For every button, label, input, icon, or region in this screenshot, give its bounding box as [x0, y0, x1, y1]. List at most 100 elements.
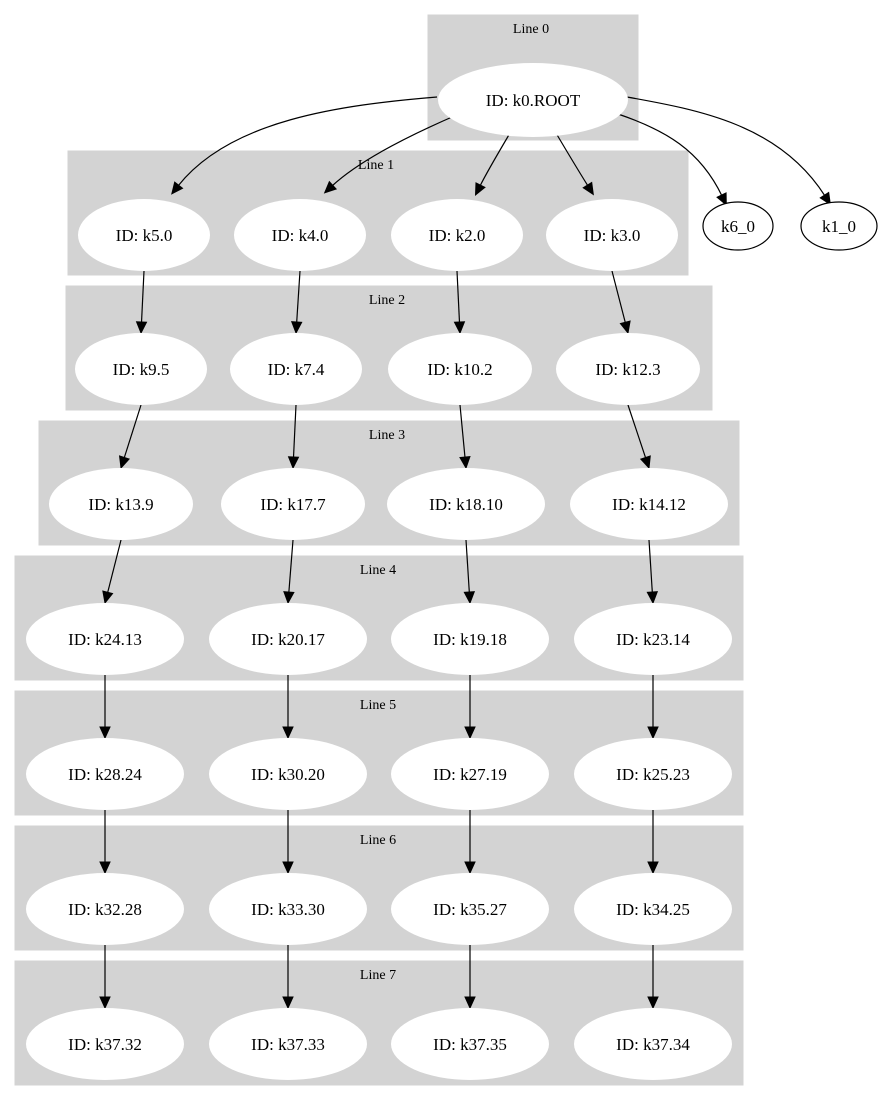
node-ellipse[interactable] [75, 333, 207, 405]
node-ellipse[interactable] [388, 333, 532, 405]
node-k17-7[interactable]: ID: k17.7 [221, 468, 365, 540]
cluster-title: Line 5 [360, 698, 396, 713]
node-k24-13[interactable]: ID: k24.13 [26, 603, 184, 675]
node-label: ID: k32.28 [68, 900, 142, 919]
node-label: ID: k4.0 [272, 226, 329, 245]
node-label: ID: k12.3 [595, 360, 660, 379]
node-ellipse[interactable] [438, 63, 628, 137]
node-k37-33[interactable]: ID: k37.33 [209, 1008, 367, 1080]
edge-k4_0-to-k7_4 [290, 270, 303, 335]
node-k3-0[interactable]: ID: k3.0 [546, 199, 678, 271]
node-ellipse[interactable] [574, 1008, 732, 1080]
node-ellipse[interactable] [209, 738, 367, 810]
edge-k18_10-to-k19_18 [463, 539, 476, 605]
node-ellipse[interactable] [702, 201, 774, 251]
edges [99, 96, 832, 1010]
node-ellipse[interactable] [391, 738, 549, 810]
node-ellipse[interactable] [26, 1008, 184, 1080]
node-label: ID: k34.25 [616, 900, 690, 919]
node-ellipse[interactable] [391, 873, 549, 945]
node-k25-23[interactable]: ID: k25.23 [574, 738, 732, 810]
node-ellipse[interactable] [230, 333, 362, 405]
arrowhead-icon [283, 591, 295, 605]
arrowhead-icon [287, 456, 300, 470]
node-label: ID: k27.19 [433, 765, 507, 784]
edge-k30_20-to-k33_30 [282, 810, 294, 875]
node-k28-24[interactable]: ID: k28.24 [26, 738, 184, 810]
edge-line [611, 270, 626, 323]
node-k20-17[interactable]: ID: k20.17 [209, 603, 367, 675]
node-k32-28[interactable]: ID: k32.28 [26, 873, 184, 945]
node-label: ID: k13.9 [88, 495, 153, 514]
node-ellipse[interactable] [574, 738, 732, 810]
node-k37-35[interactable]: ID: k37.35 [391, 1008, 549, 1080]
node-ellipse[interactable] [574, 873, 732, 945]
node-ellipse[interactable] [209, 1008, 367, 1080]
node-ellipse[interactable] [800, 201, 878, 251]
cluster-title: Line 6 [360, 833, 396, 848]
node-k34-25[interactable]: ID: k34.25 [574, 873, 732, 945]
node-k2-0[interactable]: ID: k2.0 [391, 199, 523, 271]
node-ellipse[interactable] [574, 603, 732, 675]
edge-k20_17-to-k30_20 [282, 675, 294, 740]
node-k4-0[interactable]: ID: k4.0 [234, 199, 366, 271]
node-k27-19[interactable]: ID: k27.19 [391, 738, 549, 810]
node-k12-3[interactable]: ID: k12.3 [556, 333, 700, 405]
node-ellipse[interactable] [49, 468, 193, 540]
node-k14-12[interactable]: ID: k14.12 [570, 468, 728, 540]
node-ellipse[interactable] [387, 468, 545, 540]
arrowhead-icon [99, 996, 111, 1010]
node-ellipse[interactable] [234, 199, 366, 271]
node-k19-18[interactable]: ID: k19.18 [391, 603, 549, 675]
node-k10-2[interactable]: ID: k10.2 [388, 333, 532, 405]
node-k7-4[interactable]: ID: k7.4 [230, 333, 362, 405]
node-ellipse[interactable] [391, 1008, 549, 1080]
node-k13-9[interactable]: ID: k13.9 [49, 468, 193, 540]
node-k33-30[interactable]: ID: k33.30 [209, 873, 367, 945]
node-ellipse[interactable] [209, 603, 367, 675]
edge-line [177, 96, 438, 187]
node-k1-0[interactable]: k1_0 [800, 201, 878, 251]
node-k9-5[interactable]: ID: k9.5 [75, 333, 207, 405]
edge-line [648, 539, 653, 593]
node-ellipse[interactable] [26, 603, 184, 675]
node-ellipse[interactable] [78, 199, 210, 271]
node-label: ID: k37.34 [616, 1035, 690, 1054]
node-ellipse[interactable] [221, 468, 365, 540]
edge-k27_19-to-k35_27 [464, 810, 476, 875]
node-k37-32[interactable]: ID: k37.32 [26, 1008, 184, 1080]
arrowhead-icon [647, 726, 659, 740]
node-k18-10[interactable]: ID: k18.10 [387, 468, 545, 540]
arrowhead-icon [171, 181, 184, 195]
node-ellipse[interactable] [26, 873, 184, 945]
edge-line [107, 539, 122, 593]
node-label: k1_0 [822, 217, 856, 236]
arrowhead-icon [582, 181, 594, 196]
node-k35-27[interactable]: ID: k35.27 [391, 873, 549, 945]
node-ellipse[interactable] [209, 873, 367, 945]
arrowhead-icon [459, 456, 471, 470]
edge-line [288, 539, 294, 593]
node-ellipse[interactable] [391, 199, 523, 271]
arrowhead-icon [118, 455, 130, 470]
arrowhead-icon [323, 180, 338, 194]
node-k37-34[interactable]: ID: k37.34 [574, 1008, 732, 1080]
node-root[interactable]: ID: k0.ROOT [438, 63, 628, 137]
node-k23-14[interactable]: ID: k23.14 [574, 603, 732, 675]
node-k6-0[interactable]: k6_0 [702, 201, 774, 251]
node-k30-20[interactable]: ID: k30.20 [209, 738, 367, 810]
node-ellipse[interactable] [26, 738, 184, 810]
node-ellipse[interactable] [556, 333, 700, 405]
node-label: ID: k3.0 [584, 226, 641, 245]
edge-k34_25-to-k37_34 [647, 945, 659, 1010]
arrowhead-icon [102, 590, 114, 605]
edge-k32_28-to-k37_32 [99, 945, 111, 1010]
node-ellipse[interactable] [570, 468, 728, 540]
edge-line [626, 96, 826, 197]
node-k5-0[interactable]: ID: k5.0 [78, 199, 210, 271]
node-ellipse[interactable] [391, 603, 549, 675]
edge-k35_27-to-k37_35 [464, 945, 476, 1010]
arrowhead-icon [464, 861, 476, 875]
node-ellipse[interactable] [546, 199, 678, 271]
